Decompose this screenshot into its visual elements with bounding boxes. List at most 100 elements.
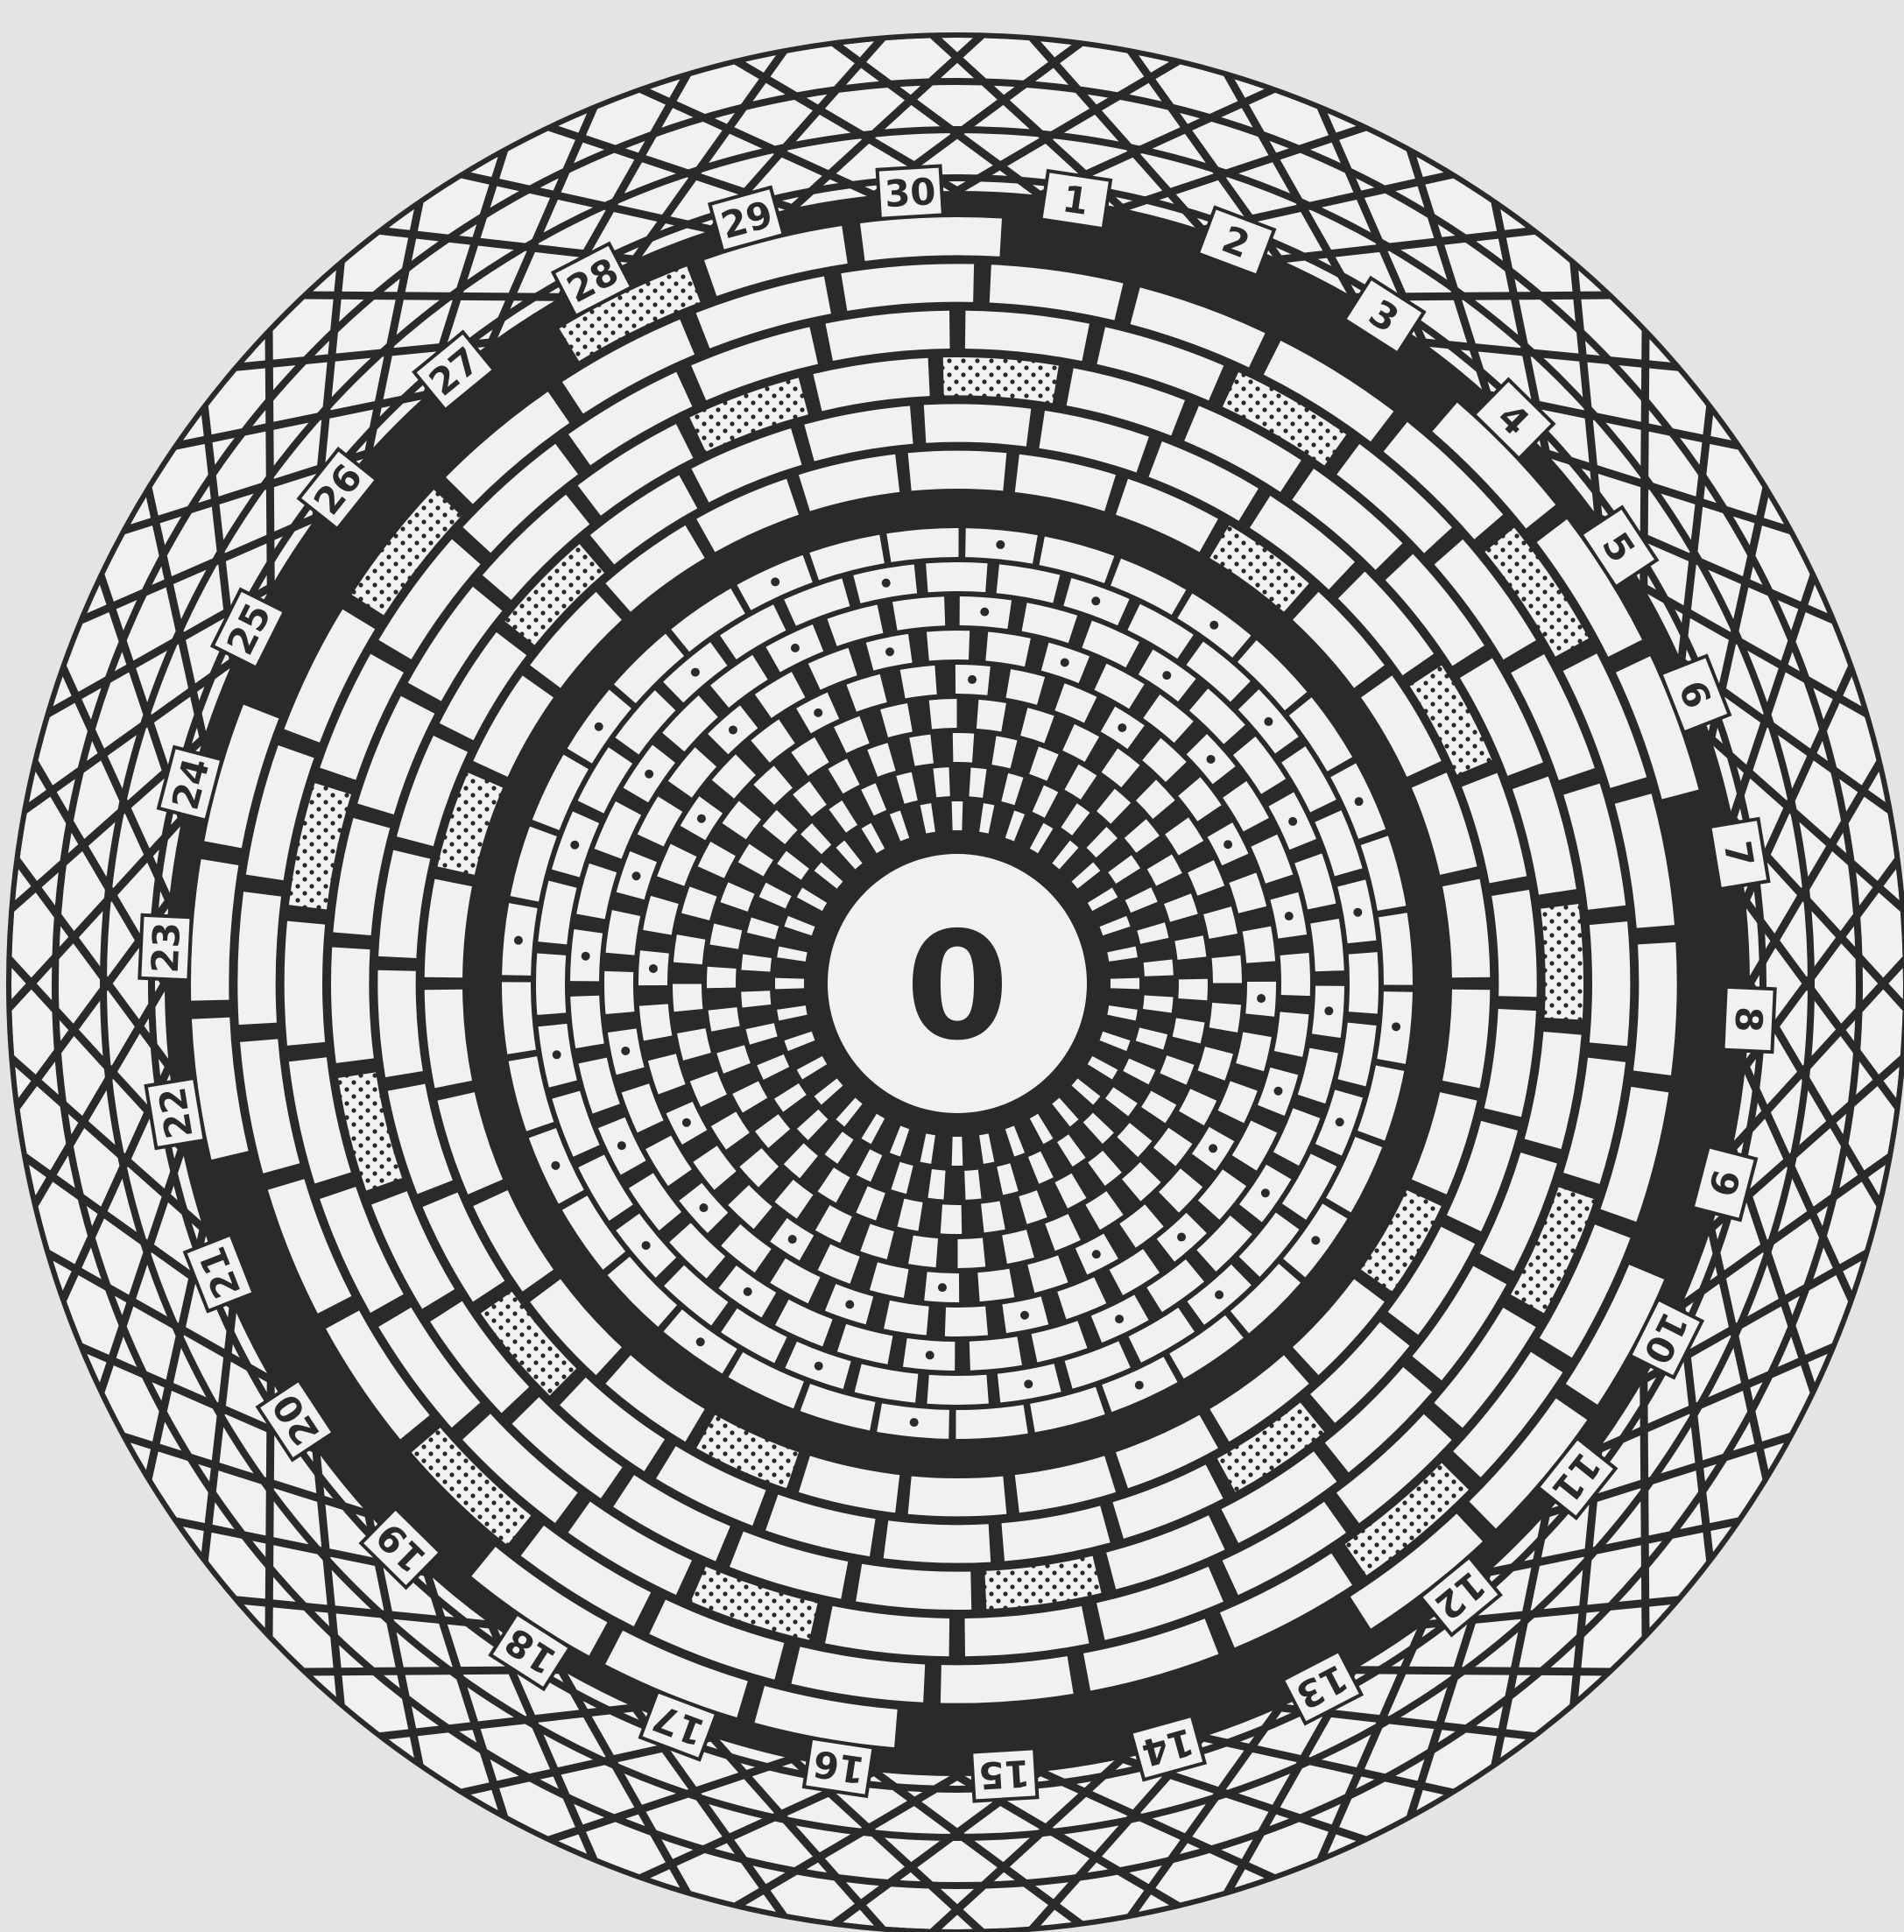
cell-dot [1177,1233,1186,1242]
spiral-cell [886,528,958,562]
spiral-cell [1209,1003,1241,1033]
cell-dot [1288,817,1297,826]
cell-dot [771,577,779,586]
spiral-cell [957,1238,985,1268]
cell-dot [570,841,579,850]
spiral-cell [1379,913,1413,984]
ring-cell [908,1477,1007,1517]
cell-dot [885,647,894,656]
spiral-cell [927,1375,988,1405]
cell-dot [910,1418,919,1427]
cell-dot [1115,1315,1124,1323]
spiral-cell [1310,919,1344,971]
spiral-cell [926,562,987,592]
number-tile: 1 [1040,171,1111,229]
cell-dot [744,1287,752,1296]
cell-dot [617,1141,626,1150]
number-tile: 22 [146,1078,205,1148]
number-label: 22 [151,1084,201,1142]
cell-dot [882,579,891,588]
cell-dot [595,723,603,731]
spiral-cell [985,632,1031,667]
center-label: 0 [906,900,1009,1074]
number-tile: 8 [1723,987,1774,1052]
cell-dot [1209,621,1218,630]
ring-cell [924,404,1031,446]
spiral-cell [977,1269,1014,1301]
cell-dot [691,668,700,677]
spiral-cell [604,971,634,1014]
cell-dot [1353,908,1362,917]
spiral-cell [952,801,963,830]
spiral-cell [908,1236,938,1267]
cell-dot [697,814,706,823]
cell-dot [1264,717,1273,726]
cell-dot [1215,1290,1223,1299]
cell-dot [845,1300,854,1308]
cell-dot [1285,912,1294,920]
cell-dot [1261,1188,1270,1197]
cell-dot [645,770,653,779]
spiral-cell [952,1137,963,1166]
cell-dot [621,1047,630,1055]
cell-dot [926,1350,934,1359]
cell-dot [1118,723,1126,732]
cell-dot [1207,755,1216,764]
spiral-cell [956,1405,1027,1439]
cell-dot [968,675,977,684]
spiral-cell [775,978,804,990]
number-tile: 7 [1710,819,1768,889]
spiral-cell [673,984,702,1012]
spiral-cell [639,1004,672,1040]
spiral-cell [977,700,1006,731]
ring-cell [1590,921,1630,1046]
cell-dot [582,952,590,961]
spiral-cell [502,982,536,1054]
cell-dot [1024,1379,1033,1388]
number-tile: 30 [878,166,943,219]
spiral-cell [707,967,737,988]
spiral-cell [945,1307,988,1336]
number-label: 15 [977,1752,1031,1797]
number-tile: 15 [971,1748,1037,1801]
ring-cell [237,892,281,1025]
cell-dot [1273,1087,1282,1096]
number-label: 16 [810,1742,867,1792]
spiral-cell [892,596,945,631]
cell-dot [1311,1236,1320,1245]
cell-dot [1162,671,1171,680]
spiral-cell [1280,953,1310,996]
rim-line [1644,1380,1647,1670]
spiral-cell [900,666,937,698]
cell-dot [1135,1381,1144,1390]
ring-cell [285,921,325,1046]
cell-dot [814,709,822,717]
cell-dot [699,1203,708,1212]
cell-dot [1223,840,1232,849]
cell-dot [814,1362,823,1371]
cell-dot [1324,1006,1333,1015]
spiral-cell [536,953,566,1014]
spiral-cell [929,699,957,729]
cell-dot [1020,1311,1029,1320]
spiral-cell [606,910,641,955]
cell-dot [553,1050,561,1059]
spiral-cell [970,1336,1022,1371]
cell-dot [642,1241,651,1250]
rim-line [269,298,271,588]
cell-dot [1061,659,1069,667]
spiral-cell [1274,1012,1309,1057]
spiral-cell [941,1204,962,1234]
number-tile: 16 [804,1738,874,1796]
cell-dot [996,540,1005,549]
ring-cell [1633,942,1677,1075]
spiral-cell [953,733,974,763]
rim-line [271,295,561,298]
spiral-cell [1349,952,1379,1013]
number-label: 23 [144,921,189,975]
cell-dot [1092,1250,1101,1259]
spiral-cell [884,1301,929,1336]
ring-cell [884,1520,991,1562]
